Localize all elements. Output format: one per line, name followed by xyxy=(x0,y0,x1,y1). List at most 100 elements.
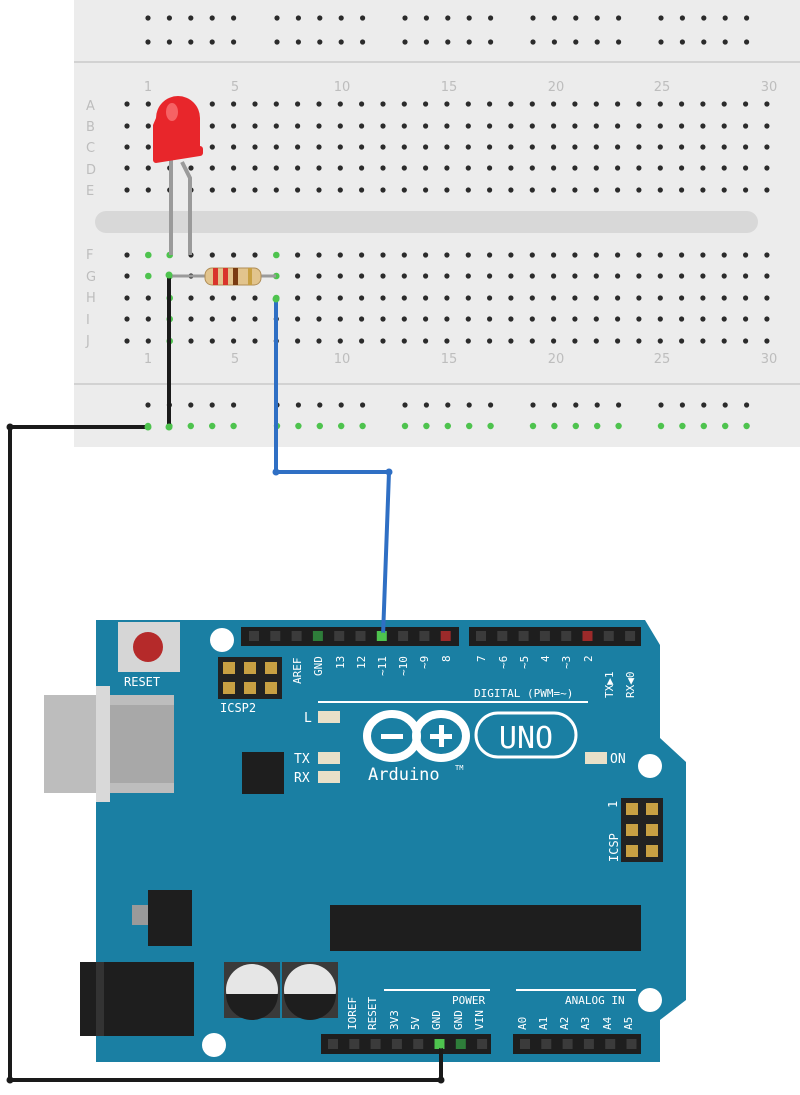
rail-hole xyxy=(295,402,301,408)
rail-hole-connected xyxy=(743,422,750,430)
breadboard-hole xyxy=(209,123,215,129)
breadboard-hole xyxy=(252,101,258,107)
row-labels-left: A B C D E F G H I J xyxy=(85,99,96,349)
pin-label-vin: VIN xyxy=(473,1010,486,1030)
breadboard-hole xyxy=(657,123,663,129)
rail-hole xyxy=(722,39,728,45)
breadboard-hole xyxy=(615,187,621,193)
breadboard-hole xyxy=(743,273,749,279)
rail-hole xyxy=(594,15,600,21)
breadboard-hole xyxy=(423,295,429,301)
breadboard-hole xyxy=(529,165,535,171)
breadboard-hole xyxy=(572,144,578,150)
breadboard-hole xyxy=(423,338,429,344)
breadboard-hole xyxy=(636,187,642,193)
breadboard-hole xyxy=(209,187,215,193)
rail-hole xyxy=(338,15,344,21)
breadboard-hole xyxy=(231,252,237,258)
row-label-d: D xyxy=(86,163,96,178)
breadboard-hole xyxy=(572,123,578,129)
breadboard-hole xyxy=(316,295,322,301)
rail-hole-connected xyxy=(295,422,302,430)
breadboard-hole xyxy=(465,252,471,258)
rail-hole xyxy=(616,15,622,21)
col-label-15: 15 xyxy=(441,80,458,95)
breadboard-hole xyxy=(721,273,727,279)
breadboard-hole xyxy=(700,101,706,107)
breadboard-hole xyxy=(273,123,279,129)
icsp-header xyxy=(621,798,663,862)
rail-hole xyxy=(145,15,151,21)
power-pin-labels: IOREF RESET 3V3 5V GND GND VIN xyxy=(346,997,486,1030)
pin-label-gnd-1: GND xyxy=(430,1010,443,1030)
icsp2-pin xyxy=(265,682,277,694)
header-pin xyxy=(541,1039,552,1049)
rail-hole-connected xyxy=(423,422,430,430)
breadboard-hole xyxy=(188,295,194,301)
pin-label-aref: AREF xyxy=(291,658,304,685)
breadboard-hole xyxy=(764,144,770,150)
breadboard-hole xyxy=(231,165,237,171)
breadboard-hole xyxy=(657,273,663,279)
row-label-i: I xyxy=(86,313,90,328)
breadboard-hole xyxy=(764,187,770,193)
rail-hole xyxy=(573,402,579,408)
breadboard-hole xyxy=(572,252,578,258)
breadboard-hole xyxy=(572,338,578,344)
rail-hole xyxy=(658,15,664,21)
rail-hole-connected xyxy=(359,422,366,430)
breadboard-hole xyxy=(636,295,642,301)
rail-hole xyxy=(744,402,750,408)
pin-label-9: ~9 xyxy=(418,656,431,669)
breadboard-hole xyxy=(380,252,386,258)
rail-hole xyxy=(701,39,707,45)
breadboard-hole xyxy=(337,295,343,301)
rail-hole xyxy=(679,39,686,45)
breadboard-hole xyxy=(636,101,642,107)
icsp-pin1-label: 1 xyxy=(606,801,620,808)
rail-hole xyxy=(317,402,323,408)
breadboard-hole xyxy=(657,101,663,107)
breadboard-hole xyxy=(764,273,770,279)
breadboard-hole xyxy=(423,144,429,150)
pin-label-5v: 5V xyxy=(409,1016,422,1030)
breadboard-hole xyxy=(380,165,386,171)
breadboard-hole xyxy=(423,101,429,107)
rail-hole xyxy=(744,15,750,21)
header-pin xyxy=(603,631,614,641)
breadboard-hole xyxy=(252,295,258,301)
header-pin xyxy=(477,1039,488,1049)
rail-hole-connected xyxy=(700,422,707,430)
breadboard-hole xyxy=(615,144,621,150)
breadboard-hole xyxy=(465,101,471,107)
rail-hole xyxy=(360,15,366,21)
breadboard-hole xyxy=(209,316,215,322)
rail-hole xyxy=(551,15,558,21)
breadboard-hole xyxy=(487,295,493,301)
breadboard-hole xyxy=(615,316,621,322)
digital-header-left xyxy=(241,627,459,646)
pin-label-a4: A4 xyxy=(601,1016,614,1030)
icsp-pin xyxy=(646,803,658,815)
breadboard-hole xyxy=(124,144,130,150)
breadboard-hole xyxy=(295,295,301,301)
rail-hole xyxy=(231,15,237,21)
col-label-20: 20 xyxy=(548,80,565,95)
breadboard-hole xyxy=(529,123,535,129)
breadboard-hole xyxy=(700,123,706,129)
rail-hole-connected xyxy=(444,422,451,430)
rail-hole xyxy=(317,39,323,45)
breadboard-hole xyxy=(252,123,258,129)
header-pin xyxy=(413,1039,424,1049)
breadboard-hole xyxy=(380,295,386,301)
breadboard-hole xyxy=(145,165,151,171)
reset-button[interactable] xyxy=(118,622,180,672)
breadboard-hole xyxy=(508,144,514,150)
rail-hole xyxy=(594,39,600,45)
rail-hole xyxy=(231,402,237,408)
column-labels-bottom: 1 5 10 15 20 25 30 xyxy=(144,352,777,367)
breadboard-hole xyxy=(679,144,685,150)
breadboard-hole xyxy=(679,252,685,258)
breadboard-hole xyxy=(209,165,215,171)
analog-pin-labels: A0 A1 A2 A3 A4 A5 xyxy=(516,1016,635,1030)
